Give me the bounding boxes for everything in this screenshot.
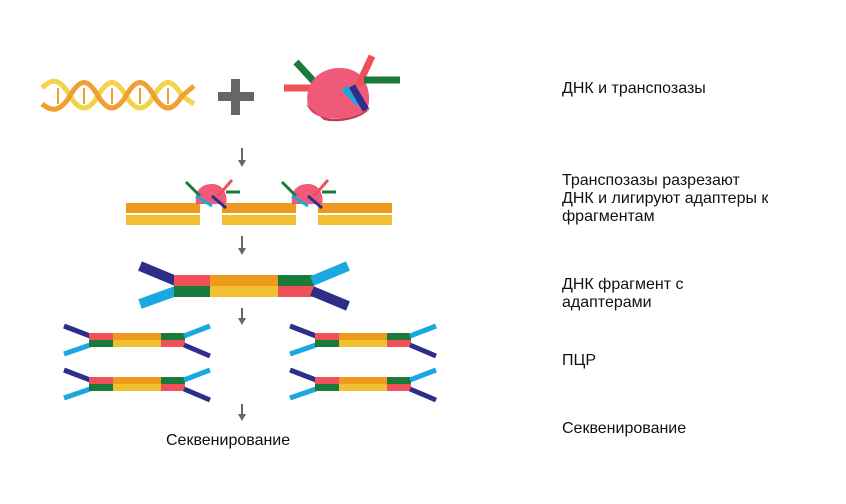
pcr-fragment-copy	[63, 323, 211, 359]
step-label-tagmentation: Транспозазы разрезают ДНК и лигируют ада…	[562, 172, 769, 225]
pcr-fragment-copy	[63, 367, 211, 403]
arrow-down-icon	[238, 404, 246, 421]
arrow-down-icon	[238, 308, 246, 325]
pcr-amplified-fragments	[63, 323, 437, 403]
arrow-down-icon	[238, 148, 246, 167]
step-label-sequencing: Секвенирование	[562, 420, 687, 437]
dna-fragment-with-adapters	[138, 261, 350, 311]
sequencing-caption: Секвенирование	[166, 432, 291, 449]
cut-dna-strands	[126, 203, 392, 225]
transposase-enzyme-icon	[184, 179, 240, 210]
step-label-pcr: ПЦР	[562, 352, 597, 369]
arrow-down-icon	[238, 236, 246, 255]
transposase-enzyme-icon	[284, 54, 400, 122]
step-label-fragment-with-adapters: ДНК фрагмент с адаптерами	[562, 276, 684, 311]
pcr-fragment-copy	[289, 367, 437, 403]
transposase-enzyme-icon	[280, 179, 336, 210]
plus-icon	[218, 79, 254, 115]
step-label-dna-and-transposases: ДНК и транспозазы	[562, 80, 706, 97]
pcr-fragment-copy	[289, 323, 437, 359]
dna-helix-icon	[40, 78, 196, 112]
